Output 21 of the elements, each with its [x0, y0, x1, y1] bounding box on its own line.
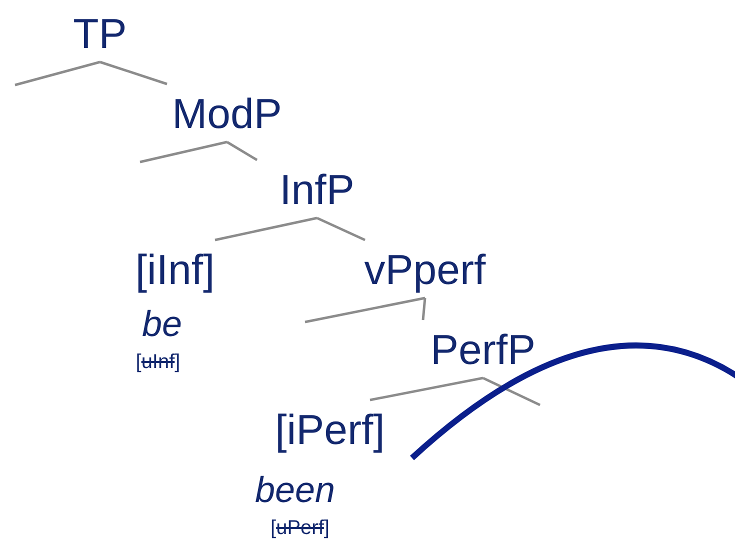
tree-branch: [304, 296, 426, 324]
tree-branch: [316, 216, 366, 242]
tree-node-label: TP: [50, 8, 150, 60]
tree-node-label: [iInf]: [100, 244, 250, 296]
word-label: be: [140, 306, 184, 342]
tree-node-label: ModP: [152, 88, 302, 140]
tree-node-label: vPperf: [340, 244, 510, 296]
tree-branch: [100, 60, 168, 86]
tree-node-label: InfP: [257, 164, 377, 216]
tree-node-label: PerfP: [408, 324, 558, 376]
word-label: been: [254, 472, 336, 508]
tree-branch: [226, 140, 258, 162]
struck-feature-label: [uPerf]: [270, 518, 330, 538]
tree-branch: [482, 376, 541, 406]
tree-branch: [370, 376, 484, 402]
tree-branch: [14, 60, 100, 86]
tree-branch: [214, 216, 318, 242]
tree-branch: [140, 140, 228, 164]
tree-node-label: [iPerf]: [250, 404, 410, 456]
struck-feature-label: [uInf]: [134, 352, 182, 372]
tree-branch: [422, 298, 426, 320]
